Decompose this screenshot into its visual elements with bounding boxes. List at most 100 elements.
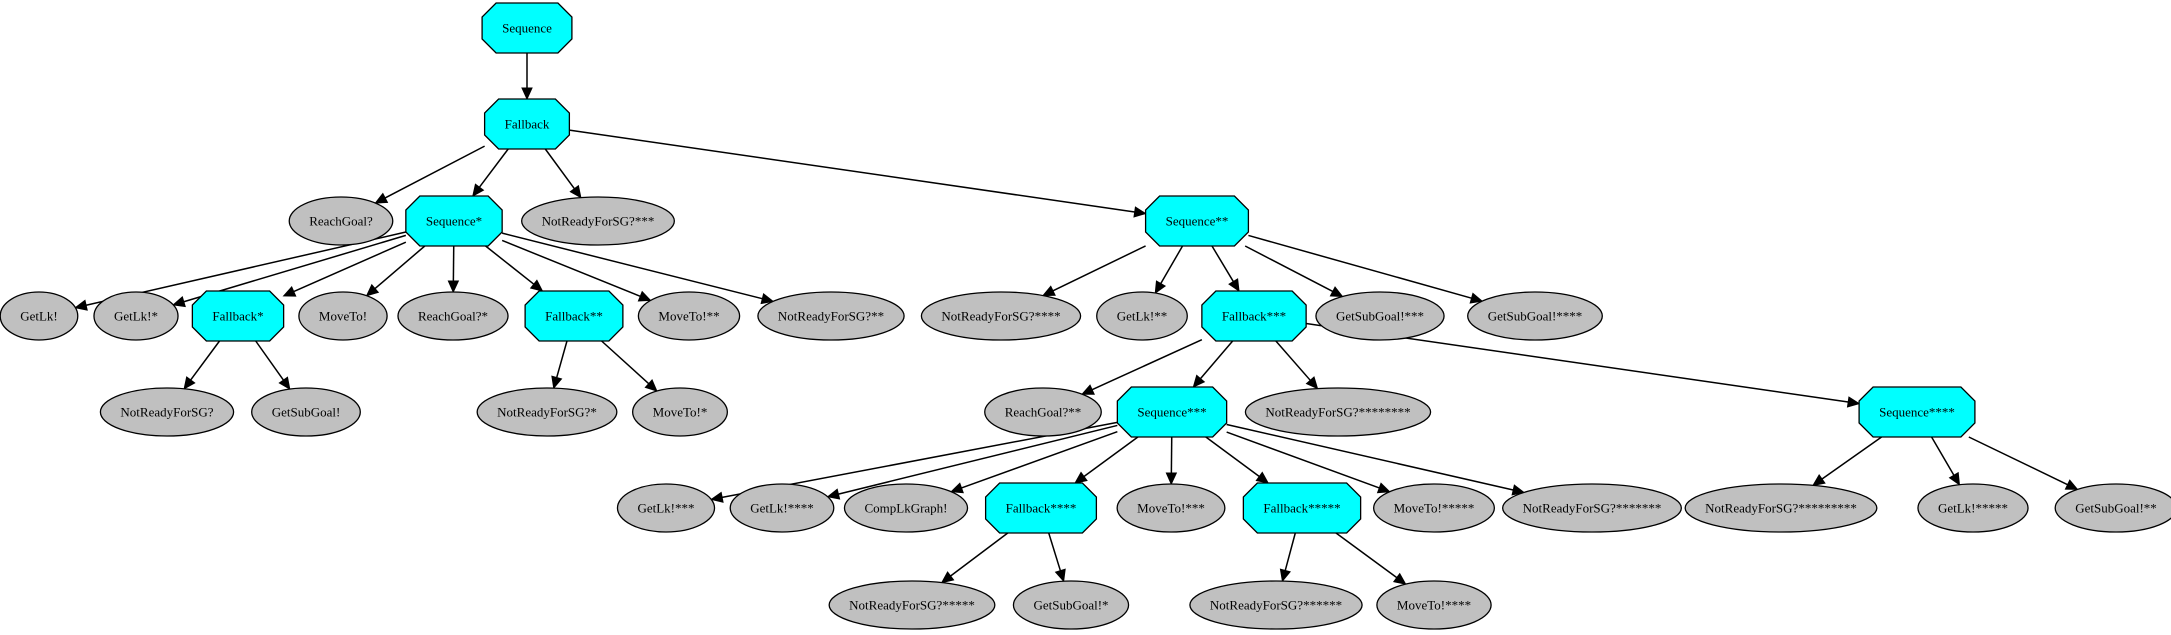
- edge-n24-n29: [950, 431, 1118, 494]
- node-label: Fallback**: [545, 309, 603, 324]
- node-label: Fallback: [505, 117, 550, 132]
- node-label: NotReadyForSG?******: [1210, 598, 1342, 613]
- edge-line: [1083, 436, 1139, 478]
- arrowhead-icon: [569, 184, 582, 199]
- edge-line: [384, 145, 485, 199]
- node-label: CompLkGraph!: [864, 501, 947, 516]
- node-label: GetLk!*****: [1938, 501, 2008, 516]
- edge-line: [1335, 532, 1398, 579]
- octagon-shape: [483, 98, 571, 150]
- arrowhead-icon: [1392, 572, 1407, 585]
- octagon-shape: [1144, 195, 1250, 247]
- node-label: NotReadyForSG?***: [542, 214, 655, 229]
- control-node-n3: Sequence*: [405, 195, 503, 247]
- node-label: MoveTo!: [319, 309, 367, 324]
- arrowhead-icon: [1154, 280, 1167, 295]
- ellipse-shape: [251, 387, 361, 437]
- leaf-node-n15: GetSubGoal!: [251, 387, 361, 437]
- edge-n1-n4: [544, 148, 582, 199]
- arrowhead-icon: [472, 183, 485, 197]
- ellipse-shape: [1244, 387, 1432, 437]
- edge-line: [1226, 423, 1514, 491]
- arrowhead-icon: [1846, 396, 1861, 408]
- edge-line: [1284, 532, 1297, 571]
- arrowhead-icon: [710, 491, 724, 503]
- octagon-shape: [1242, 482, 1362, 534]
- ellipse-shape: [93, 291, 179, 341]
- arrowhead-icon: [1376, 482, 1391, 494]
- edge-line: [293, 241, 407, 293]
- ellipse-shape: [1315, 291, 1445, 341]
- ellipse-shape: [1502, 483, 1682, 533]
- node-label: Fallback*: [212, 309, 263, 324]
- ellipse-shape: [984, 387, 1102, 437]
- ellipse-shape: [920, 291, 1082, 341]
- ellipse-shape: [476, 387, 618, 437]
- edge-line: [190, 340, 221, 381]
- ellipse-shape: [1116, 483, 1226, 533]
- edge-n3-n10: [447, 245, 460, 294]
- edge-n5-n22: [1248, 234, 1484, 304]
- edge-n1-n5: [569, 129, 1147, 218]
- node-label: GetSubGoal!****: [1488, 309, 1583, 324]
- edge-n1-n2: [374, 145, 485, 204]
- node-label: GetSubGoal!: [272, 405, 341, 420]
- octagon-shape: [481, 2, 573, 54]
- edge-n3-n11: [485, 245, 544, 292]
- edge-line: [1211, 245, 1234, 282]
- control-node-n26: Sequence****: [1858, 386, 1976, 438]
- arrowhead-icon: [1305, 376, 1319, 390]
- control-node-n20: Fallback***: [1201, 290, 1307, 342]
- edge-n30-n39: [1048, 532, 1066, 583]
- arrowhead-icon: [1279, 568, 1291, 583]
- ellipse-shape: [1467, 291, 1603, 341]
- node-label: GetLk!****: [750, 501, 814, 516]
- edge-n3-n12: [501, 239, 652, 302]
- edge-n0-n1: [521, 53, 533, 101]
- node-label: NotReadyForSG?*: [497, 405, 597, 420]
- node-label: Sequence**: [1166, 214, 1229, 229]
- control-node-n32: Fallback*****: [1242, 482, 1362, 534]
- octagon-shape: [191, 290, 285, 342]
- leaf-node-n35: NotReadyForSG?*********: [1684, 483, 1878, 533]
- edge-line: [1048, 532, 1062, 571]
- node-label: Sequence: [502, 21, 552, 36]
- ellipse-shape: [288, 196, 394, 246]
- control-node-n8: Fallback*: [191, 290, 285, 342]
- leaf-node-n23: ReachGoal?**: [984, 387, 1102, 437]
- arrowhead-icon: [183, 376, 196, 390]
- node-label: ReachGoal?*: [418, 309, 488, 324]
- arrowhead-icon: [2064, 479, 2079, 490]
- arrowhead-icon: [826, 488, 841, 500]
- arrowhead-icon: [374, 192, 389, 204]
- edge-line: [569, 129, 1135, 213]
- arrowhead-icon: [551, 375, 563, 390]
- arrowhead-icon: [940, 571, 955, 584]
- node-label: MoveTo!***: [1137, 501, 1205, 516]
- arrowhead-icon: [365, 283, 380, 297]
- edge-n24-n31: [1165, 436, 1178, 486]
- arrowhead-icon: [1812, 474, 1826, 487]
- node-label: Sequence***: [1137, 405, 1206, 420]
- edge-line: [1226, 431, 1380, 489]
- node-label: NotReadyForSG?: [120, 405, 213, 420]
- ellipse-shape: [1189, 580, 1363, 630]
- arrowhead-icon: [1255, 471, 1270, 484]
- leaf-node-n12: MoveTo!**: [637, 291, 741, 341]
- edge-line: [1275, 340, 1311, 381]
- edge-n11-n16: [551, 340, 568, 390]
- edge-line: [1930, 436, 1955, 476]
- leaf-node-n4: NotReadyForSG?***: [521, 196, 675, 246]
- octagon-shape: [405, 195, 503, 247]
- edge-line: [1968, 436, 2068, 486]
- edge-line: [961, 431, 1118, 489]
- leaf-node-n40: NotReadyForSG?******: [1189, 580, 1363, 630]
- octagon-shape: [984, 482, 1098, 534]
- edge-n24-n34: [1226, 423, 1526, 496]
- edge-line: [950, 532, 1009, 577]
- arrowhead-icon: [1192, 374, 1206, 388]
- edge-n8-n14: [183, 340, 221, 390]
- edge-n24-n28: [826, 424, 1118, 500]
